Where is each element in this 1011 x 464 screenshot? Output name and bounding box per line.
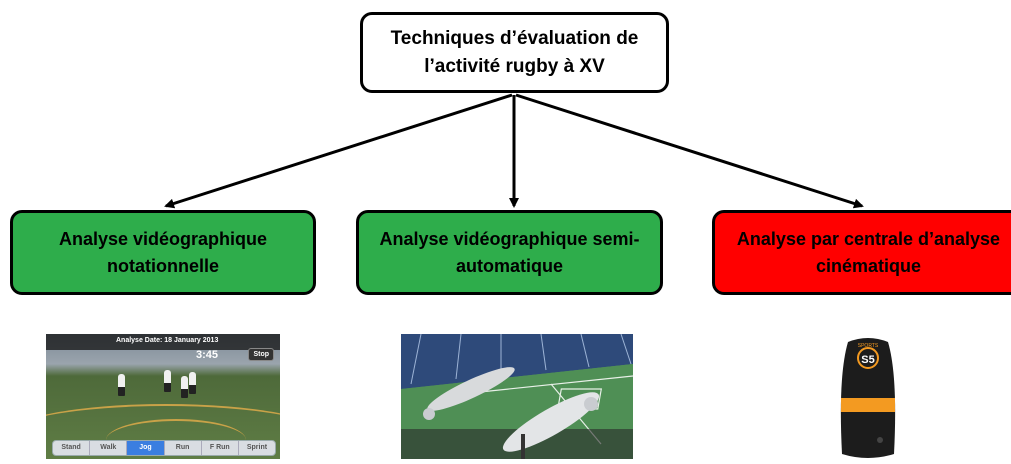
- app-top-bar: [46, 334, 280, 350]
- arrow-to-branch-3: [515, 93, 864, 209]
- device-model-label: S5: [861, 354, 874, 366]
- kinematic-device-photo: S5 SPORTS: [838, 336, 898, 459]
- notational-app-photo: Analyse Date: 18 January 2013 3:45 Stop …: [46, 334, 280, 459]
- segment-walk[interactable]: Walk: [90, 441, 128, 455]
- device-illustration: S5 SPORTS: [840, 338, 896, 458]
- timer-readout: 3:45: [196, 349, 219, 361]
- stadium-camera-illustration: [401, 334, 633, 459]
- arrow-to-branch-1: [164, 93, 513, 209]
- player-figure: [164, 370, 171, 392]
- stop-button[interactable]: Stop: [248, 348, 274, 361]
- branch-videographic-semi-automatic: Analyse vidéographique semi- automatique: [356, 210, 663, 295]
- segment-run[interactable]: Run: [165, 441, 202, 455]
- activity-segmented-control: Stand Walk Jog Run F Run Sprint: [52, 440, 276, 456]
- player-figure: [181, 376, 188, 398]
- segment-jog[interactable]: Jog: [127, 441, 165, 455]
- segment-stand[interactable]: Stand: [53, 441, 91, 455]
- player-figure: [189, 372, 196, 394]
- segment-f-run[interactable]: F Run: [202, 441, 239, 455]
- branch-kinematic-unit: Analyse par centrale d’analyse cinématiq…: [712, 210, 1011, 295]
- branch-videographic-notational: Analyse vidéographique notationnelle: [10, 210, 316, 295]
- analysis-date-label: Analyse Date: 18 January 2013: [116, 337, 219, 344]
- device-brand-label: SPORTS: [858, 343, 879, 349]
- stadium-camera-photo: [401, 334, 633, 459]
- field-line: [46, 404, 280, 459]
- segment-sprint[interactable]: Sprint: [246, 444, 268, 451]
- root-node: Techniques d’évaluation de l’activité ru…: [360, 12, 669, 93]
- field-line: [106, 419, 246, 459]
- player-figure: [118, 374, 125, 396]
